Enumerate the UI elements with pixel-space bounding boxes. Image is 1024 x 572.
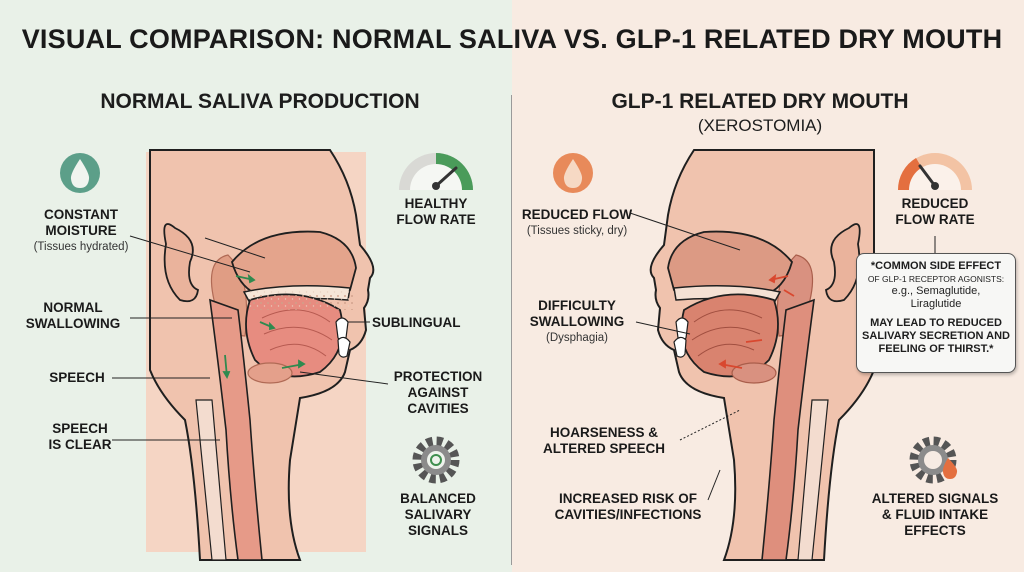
left-ear [163,223,199,303]
label-hoarseness-altered-speech: HOARSENESS & ALTERED SPEECH [542,425,665,456]
label-constant-moisture: CONSTANT MOISTURE (Tissues hydrated) [33,207,129,253]
label-reduced-flow: REDUCED FLOW (Tissues sticky, dry) [521,207,633,237]
callout-line-4: Liraglutide [910,298,962,310]
label-healthy-flow-rate: HEALTHY FLOW RATE [396,196,476,227]
left-gauge-icon [399,153,473,190]
panel-divider [511,95,512,565]
left-gear-icon [412,436,460,484]
label-normal-swallowing: NORMAL SWALLOWING [25,300,121,331]
right-gauge-icon [897,153,972,190]
left-droplet-icon [60,153,100,193]
right-section-subtitle: (XEROSTOMIA) [697,116,823,135]
label-difficulty-swallowing: DIFFICULTY SWALLOWING (Dysphagia) [529,298,625,344]
callout-line-1: *COMMON SIDE EFFECT [870,260,1002,272]
right-ear [825,223,861,303]
label-balanced-salivary-signals: BALANCED SALIVARY SIGNALS [400,491,476,538]
left-head-illustration [146,149,375,561]
left-submandibular-gland [247,362,293,384]
label-speech-is-clear: SPEECH IS CLEAR [48,421,112,452]
callout-line-3: e.g., Semaglutide, [891,285,981,297]
label-protection-against-cavities: PROTECTION AGAINST CAVITIES [393,369,483,416]
label-sublingual: SUBLINGUAL [372,315,461,330]
callout-line-5: MAY LEAD TO REDUCED SALIVARY SECRETION A… [862,317,1010,355]
right-section-title: GLP-1 RELATED DRY MOUTH [611,90,909,113]
glp1-side-effect-callout: *COMMON SIDE EFFECT OF GLP-1 RECEPTOR AG… [856,253,1016,373]
right-gear-icon [909,436,958,484]
label-altered-signals-fluid-intake: ALTERED SIGNALS & FLUID INTAKE EFFECTS [871,491,999,538]
left-section-title: NORMAL SALIVA PRODUCTION [100,90,420,113]
right-droplet-icon [553,153,593,193]
callout-line-2: OF GLP-1 RECEPTOR AGONISTS: [867,274,1005,284]
left-throat [209,298,263,561]
page-title: VISUAL COMPARISON: NORMAL SALIVA VS. GLP… [21,24,1003,54]
label-reduced-flow-rate: REDUCED FLOW RATE [895,196,975,227]
right-head-illustration [649,149,875,561]
label-increased-risk-cavities: INCREASED RISK OF CAVITIES/INFECTIONS [554,491,702,522]
label-speech: SPEECH [49,370,105,385]
